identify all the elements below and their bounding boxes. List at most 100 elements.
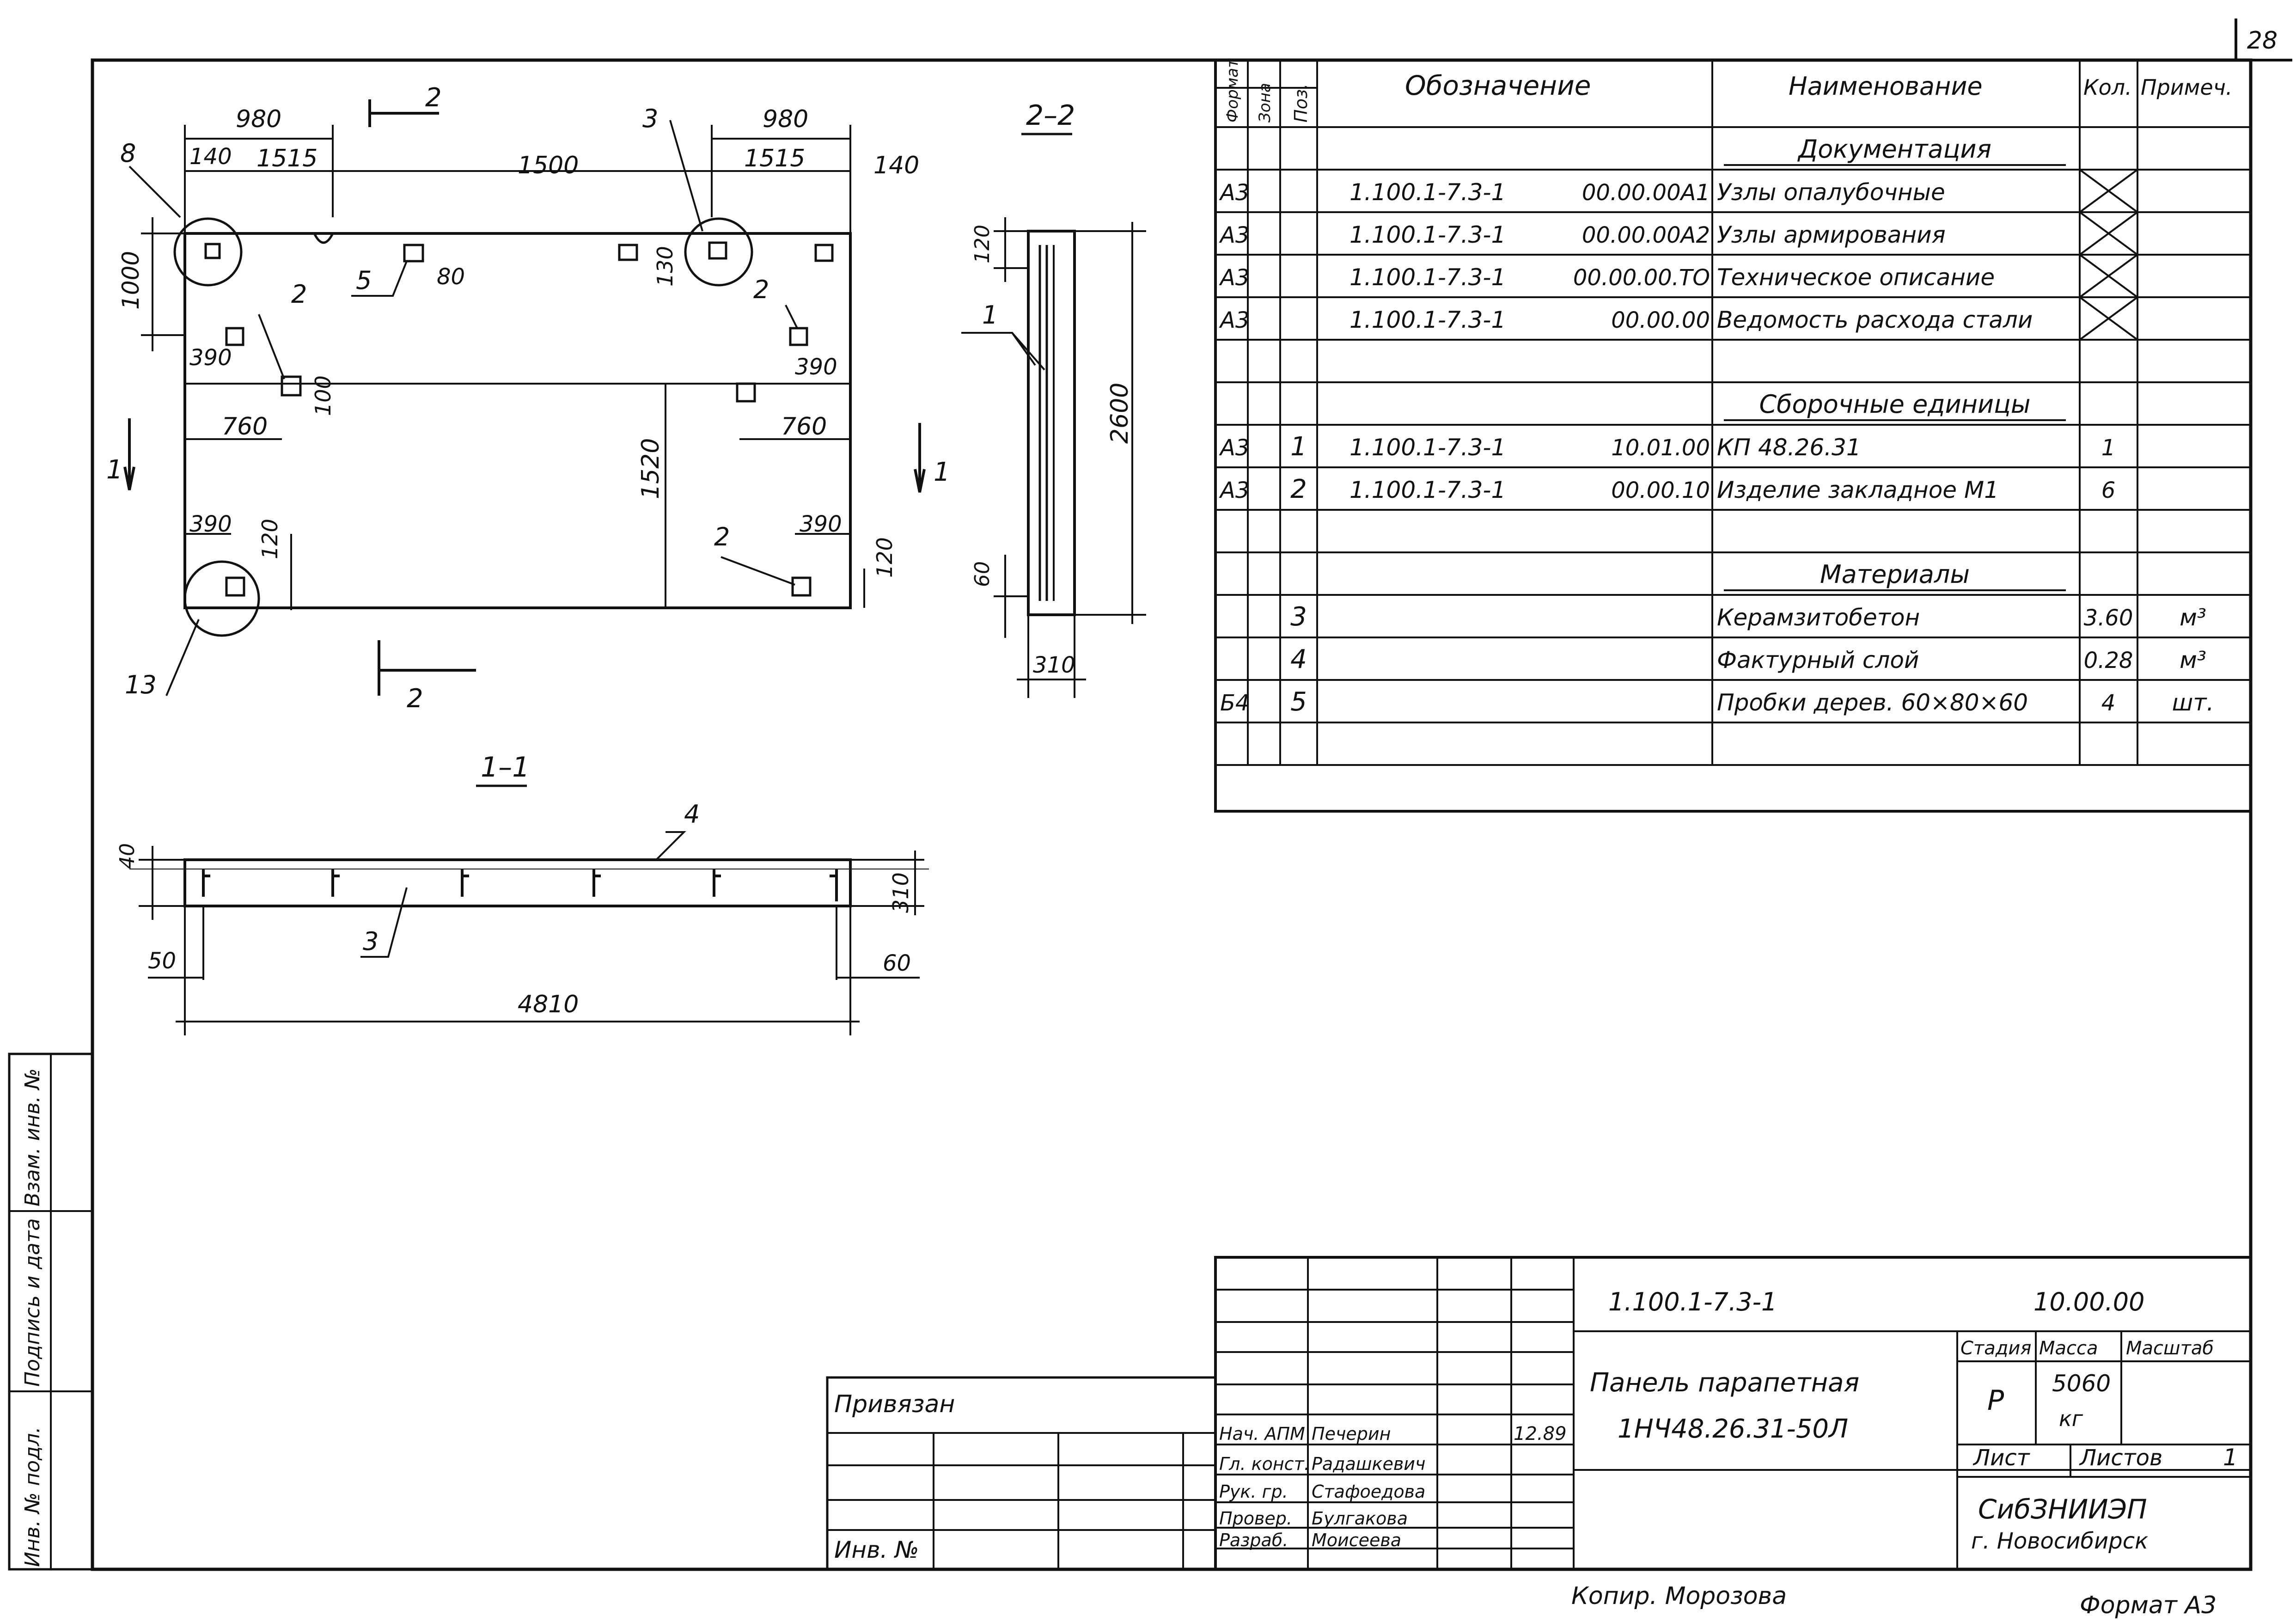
spec-row-qty: 6 bbox=[2101, 477, 2116, 503]
spec-row-suffix: 00.00.00А1 bbox=[1582, 180, 1710, 206]
spec-row-pos: 3 bbox=[1290, 602, 1307, 632]
spec-row-name: Керамзитобетон bbox=[1717, 604, 1920, 631]
callout-2a: 2 bbox=[291, 280, 307, 309]
title-sheets-label: Листов bbox=[2079, 1445, 2162, 1471]
title-name-2: 1НЧ48.26.31-50Л bbox=[1618, 1414, 1848, 1444]
section-1-1-outline bbox=[183, 858, 852, 907]
spec-row-pos: 4 bbox=[1290, 644, 1307, 674]
spec-row-suffix: 00.00.00 bbox=[1611, 307, 1710, 333]
spec-cross-mark bbox=[2079, 296, 2138, 341]
spec-header-name: Наименование bbox=[1789, 72, 1983, 101]
title-role: Нач. АПМ bbox=[1219, 1424, 1305, 1444]
section-mark-2-bottom: 2 bbox=[407, 684, 423, 714]
title-org-2: г. Новосибирск bbox=[1971, 1528, 2148, 1554]
title-person: Стафоедова bbox=[1312, 1481, 1425, 1502]
spec-cross-mark bbox=[2079, 211, 2138, 256]
title-person: Моисеева bbox=[1312, 1530, 1401, 1550]
callout-13: 13 bbox=[125, 670, 157, 699]
callout-circle-3 bbox=[684, 217, 753, 287]
title-role: Рук. гр. bbox=[1219, 1481, 1288, 1502]
spec-row-code: 1.100.1-7.3-1 bbox=[1350, 477, 1506, 503]
dim-120-left: 120 bbox=[257, 519, 282, 559]
spec-header-designation: Обозначение bbox=[1405, 70, 1591, 101]
section-mark-2-top: 2 bbox=[425, 83, 442, 113]
title-stage: Р bbox=[1987, 1384, 2004, 1417]
footer-format: Формат А3 bbox=[2080, 1591, 2217, 1619]
callout-8: 8 bbox=[120, 139, 136, 168]
spec-row-note: м³ bbox=[2180, 604, 2206, 631]
section-2-2-dim-60: 60 bbox=[971, 561, 994, 587]
callout-3: 3 bbox=[642, 104, 658, 133]
section-2-2-title: 2–2 bbox=[1026, 99, 1075, 132]
spec-row-name: Сборочные единицы bbox=[1759, 390, 2030, 419]
spec-header-zone: Зона bbox=[1256, 83, 1274, 122]
title-person: Булгакова bbox=[1312, 1508, 1408, 1529]
spec-row-code: 1.100.1-7.3-1 bbox=[1350, 221, 1506, 248]
spec-header-qty: Кол. bbox=[2083, 75, 2132, 100]
spec-row-code: 1.100.1-7.3-1 bbox=[1350, 306, 1506, 333]
dim-140-right: 140 bbox=[873, 152, 919, 179]
section-2-2-dim-310: 310 bbox=[1033, 652, 1075, 678]
section-1-1-callout-4: 4 bbox=[684, 800, 700, 829]
section-1-1-dim-40: 40 bbox=[116, 843, 139, 869]
title-sheet-code: 10.00.00 bbox=[2033, 1287, 2144, 1316]
dim-140-left: 140 bbox=[189, 144, 232, 170]
dim-390-br: 390 bbox=[800, 511, 842, 537]
side-strip-sign: Подпись и дата bbox=[21, 1218, 44, 1387]
dim-760-right: 760 bbox=[781, 413, 827, 441]
section-2-2-dim-2600: 2600 bbox=[1106, 383, 1134, 444]
title-name-1: Панель парапетная bbox=[1590, 1368, 1859, 1398]
spec-row-code: 1.100.1-7.3-1 bbox=[1350, 264, 1506, 291]
section-2-2: 2–2 1 120 2600 60 310 bbox=[961, 99, 1146, 698]
binding-block: Привязан Инв. № bbox=[826, 1376, 1217, 1571]
spec-row-name: Узлы армирования bbox=[1717, 221, 1946, 248]
spec-row-qty: 4 bbox=[2101, 690, 2116, 716]
spec-header-note: Примеч. bbox=[2141, 75, 2233, 100]
spec-row-format: А3 bbox=[1219, 180, 1249, 206]
callout-circle-13 bbox=[183, 560, 260, 637]
spec-cross-mark bbox=[2079, 169, 2138, 213]
spec-row-code: 1.100.1-7.3-1 bbox=[1350, 179, 1506, 206]
spec-row-name: Пробки дерев. 60×80×60 bbox=[1717, 689, 2028, 716]
spec-row-note: м³ bbox=[2180, 647, 2206, 673]
dim-980-right: 980 bbox=[763, 105, 808, 133]
callout-2b: 2 bbox=[753, 275, 769, 304]
dim-1515-right: 1515 bbox=[744, 145, 805, 172]
dim-100: 100 bbox=[311, 375, 336, 416]
spec-row-format: А3 bbox=[1219, 477, 1249, 503]
plan-view: 980 140 1515 1500 980 1515 140 8 3 5 2 2… bbox=[106, 83, 950, 714]
panel-outline bbox=[183, 232, 852, 609]
spec-row-suffix: 00.00.00.ТО bbox=[1573, 265, 1710, 291]
title-person: Печерин bbox=[1312, 1424, 1391, 1444]
spec-row-format: А3 bbox=[1219, 222, 1249, 248]
spec-row-name: Ведомость расхода стали bbox=[1717, 306, 2033, 333]
side-strip-inv: Инв. № подл. bbox=[21, 1426, 44, 1567]
dim-120-right: 120 bbox=[872, 537, 897, 578]
title-role: Провер. bbox=[1219, 1508, 1292, 1529]
title-mass: 5060 bbox=[2052, 1370, 2111, 1397]
spec-row-format: А3 bbox=[1219, 435, 1249, 461]
section-1-1-dim-60: 60 bbox=[883, 950, 911, 976]
title-mass-label: Масса bbox=[2039, 1338, 2098, 1359]
dim-760-left: 760 bbox=[222, 413, 268, 441]
section-2-2-dim-120: 120 bbox=[971, 225, 994, 263]
callout-5: 5 bbox=[356, 266, 372, 295]
callout-circle-8 bbox=[173, 217, 243, 287]
section-mark-1-left: 1 bbox=[106, 455, 123, 485]
title-role: Разраб. bbox=[1219, 1530, 1288, 1550]
page-number: 28 bbox=[2247, 27, 2278, 55]
spec-row-name: Материалы bbox=[1820, 560, 1970, 589]
section-1-1: 1–1 4 3 bbox=[116, 751, 929, 1035]
spec-row-name: КП 48.26.31 bbox=[1717, 434, 1861, 461]
spec-cross-mark bbox=[2079, 254, 2138, 298]
dim-1520: 1520 bbox=[637, 438, 665, 499]
title-sheets-count: 1 bbox=[2223, 1444, 2238, 1471]
title-date: 12.89 bbox=[1514, 1423, 1567, 1444]
spec-row-suffix: 00.00.10 bbox=[1611, 477, 1710, 503]
title-block: 1.100.1-7.3-1 10.00.00 Панель парапетная… bbox=[1214, 1256, 2252, 1571]
spec-row-name: Узлы опалубочные bbox=[1717, 179, 1945, 206]
spec-row-code: 1.100.1-7.3-1 bbox=[1350, 434, 1506, 461]
spec-row-name: Фактурный слой bbox=[1717, 647, 1919, 673]
section-1-1-callout-3: 3 bbox=[363, 927, 379, 956]
section-1-1-dim-310: 310 bbox=[888, 872, 913, 913]
